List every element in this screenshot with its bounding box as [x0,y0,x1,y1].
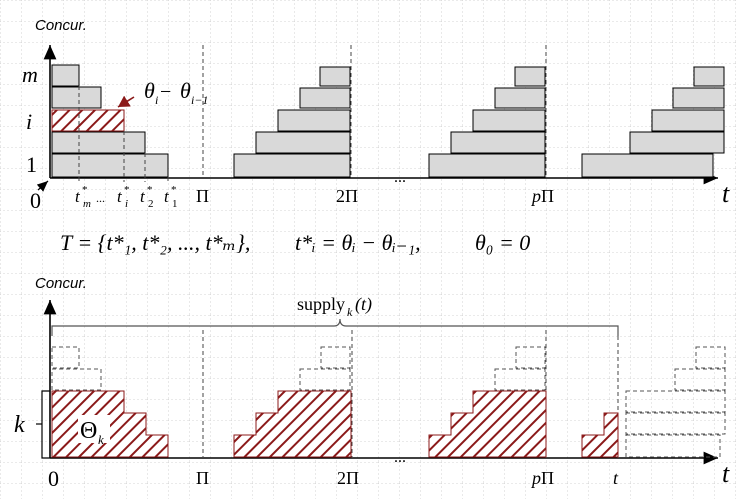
tick-t2: t * 2 [140,184,154,210]
svg-text:i: i [125,198,128,210]
top-staircase-3 [428,66,546,178]
svg-text:Θ: Θ [80,418,97,444]
supply-block-4 [581,412,619,458]
tick-ppi: p Π [530,186,554,206]
top-staircase-4 [581,66,725,178]
bottom-ellipsis: ... [394,449,406,466]
svg-text:θ: θ [180,78,191,103]
svg-text:*: * [171,184,177,196]
svg-text:*: * [82,184,88,196]
supply-block-3 [428,390,547,458]
top-staircase-1 [51,64,169,178]
tick-tm: t * m [75,184,91,210]
svg-text:t: t [164,187,170,206]
top-y-label-1: 1 [26,152,37,177]
supply-label: supply k (t) [297,294,372,319]
svg-text:i: i [155,93,158,107]
svg-text:1: 1 [172,198,178,210]
formula-T-set: T = {t*₁, t*₂, ..., t*ₘ}, [60,230,250,255]
highlighted-row-i [51,109,125,132]
supply-block-2 [233,390,352,458]
svg-text:*: * [147,184,153,196]
svg-text:t: t [140,187,146,206]
svg-text:t: t [75,187,81,206]
svg-text:2: 2 [148,198,154,210]
svg-text:supply: supply [297,294,345,314]
tick-pi: Π [196,186,209,206]
theta-k-label: Θ k [78,415,110,447]
top-origin-arrow [36,180,49,192]
svg-text:(t): (t) [355,294,372,315]
top-staircase-2 [233,66,351,178]
svg-text:k: k [98,432,104,447]
bottom-y-title: Concur. [35,275,87,292]
svg-text:*: * [124,184,130,196]
dashed-outlines [51,346,726,458]
supply-brace [51,318,619,336]
bottom-x-ticks: Π 2Π p Π t [196,468,619,488]
bottom-tick-ppi: p Π [530,468,554,488]
top-y-label-m: m [22,62,38,87]
svg-text:θ: θ [144,78,155,103]
svg-text:p: p [530,468,541,488]
bottom-tick-t: t [613,468,619,488]
top-x-axis-label: t [722,179,730,208]
bottom-y-label-k: k [14,412,25,438]
svg-text:p: p [530,186,541,206]
theta-annotation: θ i − θ i−1 [144,78,208,107]
tick-dots: ... [96,191,105,205]
svg-text:m: m [83,198,91,210]
bottom-x-axis-label: t [722,459,730,488]
top-x-ticks: t * m ... t * i t * 2 t * 1 Π 2Π [75,184,554,210]
top-origin: 0 [30,188,41,213]
tick-2pi: 2Π [336,186,358,206]
bottom-tick-2pi: 2Π [337,468,359,488]
top-ellipsis: ... [394,169,406,186]
bottom-origin: 0 [48,466,59,491]
svg-text:Π: Π [541,468,554,488]
tick-t1: t * 1 [164,184,178,210]
svg-text:Π: Π [541,186,554,206]
svg-text:i−1: i−1 [191,93,208,107]
bottom-diagram: Concur. k 0 t supply k (t) [14,275,730,491]
annotation-arrow [117,95,135,108]
svg-text:t: t [117,187,123,206]
top-y-title: Concur. [35,17,87,34]
svg-text:−: − [160,81,171,103]
svg-text:k: k [347,305,353,319]
formula-t-def: t*ᵢ = θᵢ − θᵢ₋₁, [295,230,421,255]
top-y-label-i: i [26,109,32,134]
formula-theta0: θ₀ = 0 [475,230,530,255]
tick-ti: t * i [117,184,130,210]
formula-line: T = {t*₁, t*₂, ..., t*ₘ}, t*ᵢ = θᵢ − θᵢ₋… [60,230,530,255]
top-diagram: Concur. m i 1 0 t [22,17,730,213]
bottom-tick-pi: Π [196,468,209,488]
top-drop-lines [78,45,547,182]
